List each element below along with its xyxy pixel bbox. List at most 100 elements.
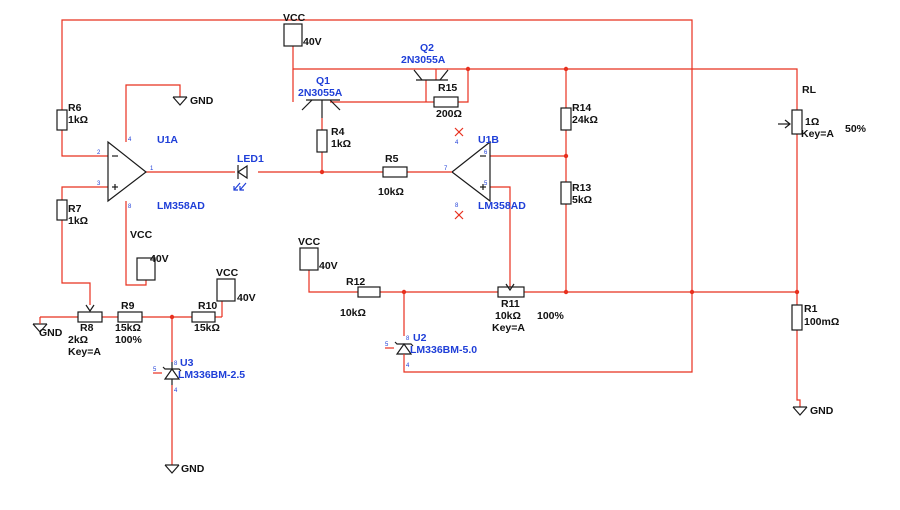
r14-body — [560, 107, 572, 131]
u1b-pin7: 7 — [444, 166, 448, 172]
r4-value: 1kΩ — [331, 138, 351, 150]
gnd-label-r1: GND — [810, 405, 834, 417]
q1-ref: Q1 — [316, 75, 330, 87]
r5-body — [382, 166, 408, 178]
gnd-symbol-u3 — [164, 464, 180, 474]
vcc-label-u1a: VCC — [130, 229, 153, 241]
transistor-q2 — [413, 69, 449, 81]
rl-key: Key=A — [801, 128, 834, 140]
u1a-pin8: 8 — [128, 204, 132, 210]
gnd-label-r8: GND — [39, 327, 63, 339]
r1-ref: R1 — [804, 303, 818, 315]
gnd-label-u3: GND — [181, 463, 205, 475]
u2-ref: U2 — [413, 332, 427, 344]
zener-u3 — [162, 362, 182, 385]
vcc-value-top: 40V — [303, 36, 322, 48]
opamp-u1a — [107, 140, 147, 203]
wiper-arrows — [85, 119, 791, 313]
r8-key: Key=A — [68, 346, 101, 358]
r11-value: 10kΩ — [495, 310, 521, 322]
rl-body — [791, 109, 803, 135]
r15-value: 200Ω — [436, 108, 462, 120]
zener-u2 — [394, 341, 414, 360]
r11-key: Key=A — [492, 322, 525, 334]
gnd-symbol-r8 — [32, 317, 48, 333]
u2-pin5: 5 — [385, 342, 389, 348]
r13-body — [560, 181, 572, 205]
r7-value: 1kΩ — [68, 215, 88, 227]
r7-ref: R7 — [68, 203, 82, 215]
r11-ref: R11 — [501, 298, 520, 310]
u1a-pin2: 2 — [97, 150, 101, 156]
r13-value: 5kΩ — [572, 194, 592, 206]
vcc-box-u1a — [136, 257, 156, 281]
r6-ref: R6 — [68, 102, 82, 114]
u3-pin4: 4 — [174, 388, 178, 394]
r15-ref: R15 — [438, 82, 457, 94]
r10-ref: R10 — [198, 300, 217, 312]
vcc-label-top: VCC — [283, 12, 306, 24]
r15-body — [433, 96, 459, 108]
u1a-pin3: 3 — [97, 181, 101, 187]
r9-ref: R9 — [121, 300, 135, 312]
r12-body — [357, 286, 381, 298]
r5-ref: R5 — [385, 153, 399, 165]
u2-pin8: 8 — [406, 336, 410, 342]
led1-symbol — [233, 164, 248, 191]
u1b-pin8: 8 — [455, 203, 459, 209]
gnd-symbol-u1a — [172, 96, 188, 106]
junction-dots — [169, 66, 800, 320]
led1-ref: LED1 — [237, 153, 264, 165]
r6-value: 1kΩ — [68, 114, 88, 126]
u1b-pin4: 4 — [455, 140, 459, 146]
r4-ref: R4 — [331, 126, 345, 138]
q2-ref: Q2 — [420, 42, 434, 54]
r8-body — [77, 311, 103, 323]
r1-value: 100mΩ — [804, 316, 839, 328]
vcc-value-r10: 40V — [237, 292, 256, 304]
no-connect-marks — [454, 127, 464, 220]
r12-ref: R12 — [346, 276, 365, 288]
u1a-pin4: 4 — [128, 137, 132, 143]
r6-body — [56, 109, 68, 131]
u1b-part: LM358AD — [478, 200, 526, 212]
u3-pin8: 8 — [174, 361, 178, 367]
r8-ref: R8 — [80, 322, 94, 334]
r4-body — [316, 129, 328, 153]
r8-value: 2kΩ — [68, 334, 88, 346]
rl-value: 1Ω — [805, 116, 819, 128]
r1-body — [791, 304, 803, 331]
vcc-value-u1a: 40V — [150, 253, 169, 265]
u1b-pin5: 5 — [484, 181, 488, 187]
u1b-ref: U1B — [478, 134, 499, 146]
vcc-value-r12: 40V — [319, 260, 338, 272]
r13-ref: R13 — [572, 182, 591, 194]
opamp-u1b — [426, 140, 491, 203]
u1b-pin6: 6 — [484, 150, 488, 156]
gnd-symbol-r1 — [792, 406, 808, 416]
vcc-label-r10: VCC — [216, 267, 239, 279]
r9-body — [117, 311, 143, 323]
transistor-q1 — [301, 99, 341, 118]
wires — [40, 19, 801, 465]
u1a-ref: U1A — [157, 134, 178, 146]
rl-ref: RL — [802, 84, 817, 96]
r5-value: 10kΩ — [378, 186, 404, 198]
vcc-label-r12: VCC — [298, 236, 321, 248]
vcc-box-top — [283, 23, 303, 47]
r9-value: 15kΩ — [115, 322, 141, 334]
r10-value: 15kΩ — [194, 322, 220, 334]
u1a-pin1: 1 — [150, 166, 154, 172]
gnd-label-u1a: GND — [190, 95, 214, 107]
r14-value: 24kΩ — [572, 114, 598, 126]
u3-pin5: 5 — [153, 367, 157, 373]
q2-part: 2N3055A — [401, 54, 446, 66]
r11-percent: 100% — [537, 310, 565, 322]
u2-part: LM336BM-5.0 — [410, 344, 477, 356]
r10-body — [191, 311, 216, 323]
q1-part: 2N3055A — [298, 87, 343, 99]
r11-body — [497, 286, 525, 298]
r14-ref: R14 — [572, 102, 591, 114]
u1a-part: LM358AD — [157, 200, 205, 212]
